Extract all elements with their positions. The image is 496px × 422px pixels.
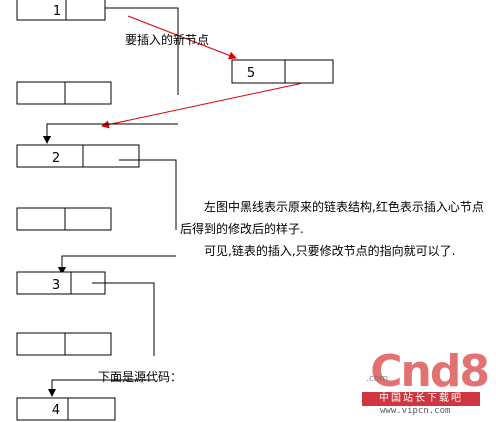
original-link-into-2 bbox=[43, 123, 178, 144]
explanation-text: 左图中黑线表示原来的链表结构,红色表示插入心节点后得到的修改后的样子. 可见,链… bbox=[180, 196, 485, 262]
new-node-caption: 要插入的新节点 bbox=[125, 33, 210, 47]
node-5-label: 5 bbox=[247, 66, 255, 81]
node-4-label: 4 bbox=[52, 403, 60, 418]
link-2-to-3 bbox=[119, 159, 177, 230]
node-5: 5 bbox=[231, 59, 334, 84]
source-code-caption: 下面是源代码： bbox=[98, 370, 183, 384]
new-link-5-to-2 bbox=[101, 82, 304, 129]
site-watermark-logo: Cnd8 .com 中国站长下载吧 www.vipcn.com bbox=[358, 346, 490, 416]
watermark-url: www.vipcn.com bbox=[380, 406, 451, 416]
explanation-paragraph-1: 左图中黑线表示原来的链表结构,红色表示插入心节点后得到的修改后的样子. bbox=[180, 200, 484, 236]
link-3-to-4 bbox=[92, 282, 155, 356]
node-4: 4 bbox=[16, 397, 116, 421]
watermark-brand: Cnd8 bbox=[370, 346, 490, 397]
watermark-com: .com bbox=[366, 374, 389, 384]
link-into-3 bbox=[58, 255, 176, 275]
node-1: 1 bbox=[16, 0, 106, 21]
empty-block bbox=[16, 207, 112, 231]
original-link-1-to-2 bbox=[105, 7, 179, 95]
node-3-label: 3 bbox=[52, 278, 60, 293]
node-3: 3 bbox=[16, 271, 106, 295]
node-1-label: 1 bbox=[53, 4, 61, 19]
watermark-strip: 中国站长下载吧 bbox=[362, 392, 480, 406]
empty-block bbox=[16, 332, 112, 356]
empty-block bbox=[16, 81, 112, 105]
explanation-paragraph-2: 可见,链表的插入,只要修改节点的指向就可以了. bbox=[204, 244, 456, 258]
node-2-label: 2 bbox=[52, 151, 60, 166]
node-2: 2 bbox=[16, 144, 140, 168]
new-link-1-to-5 bbox=[127, 15, 237, 60]
link-into-4 bbox=[48, 379, 154, 397]
